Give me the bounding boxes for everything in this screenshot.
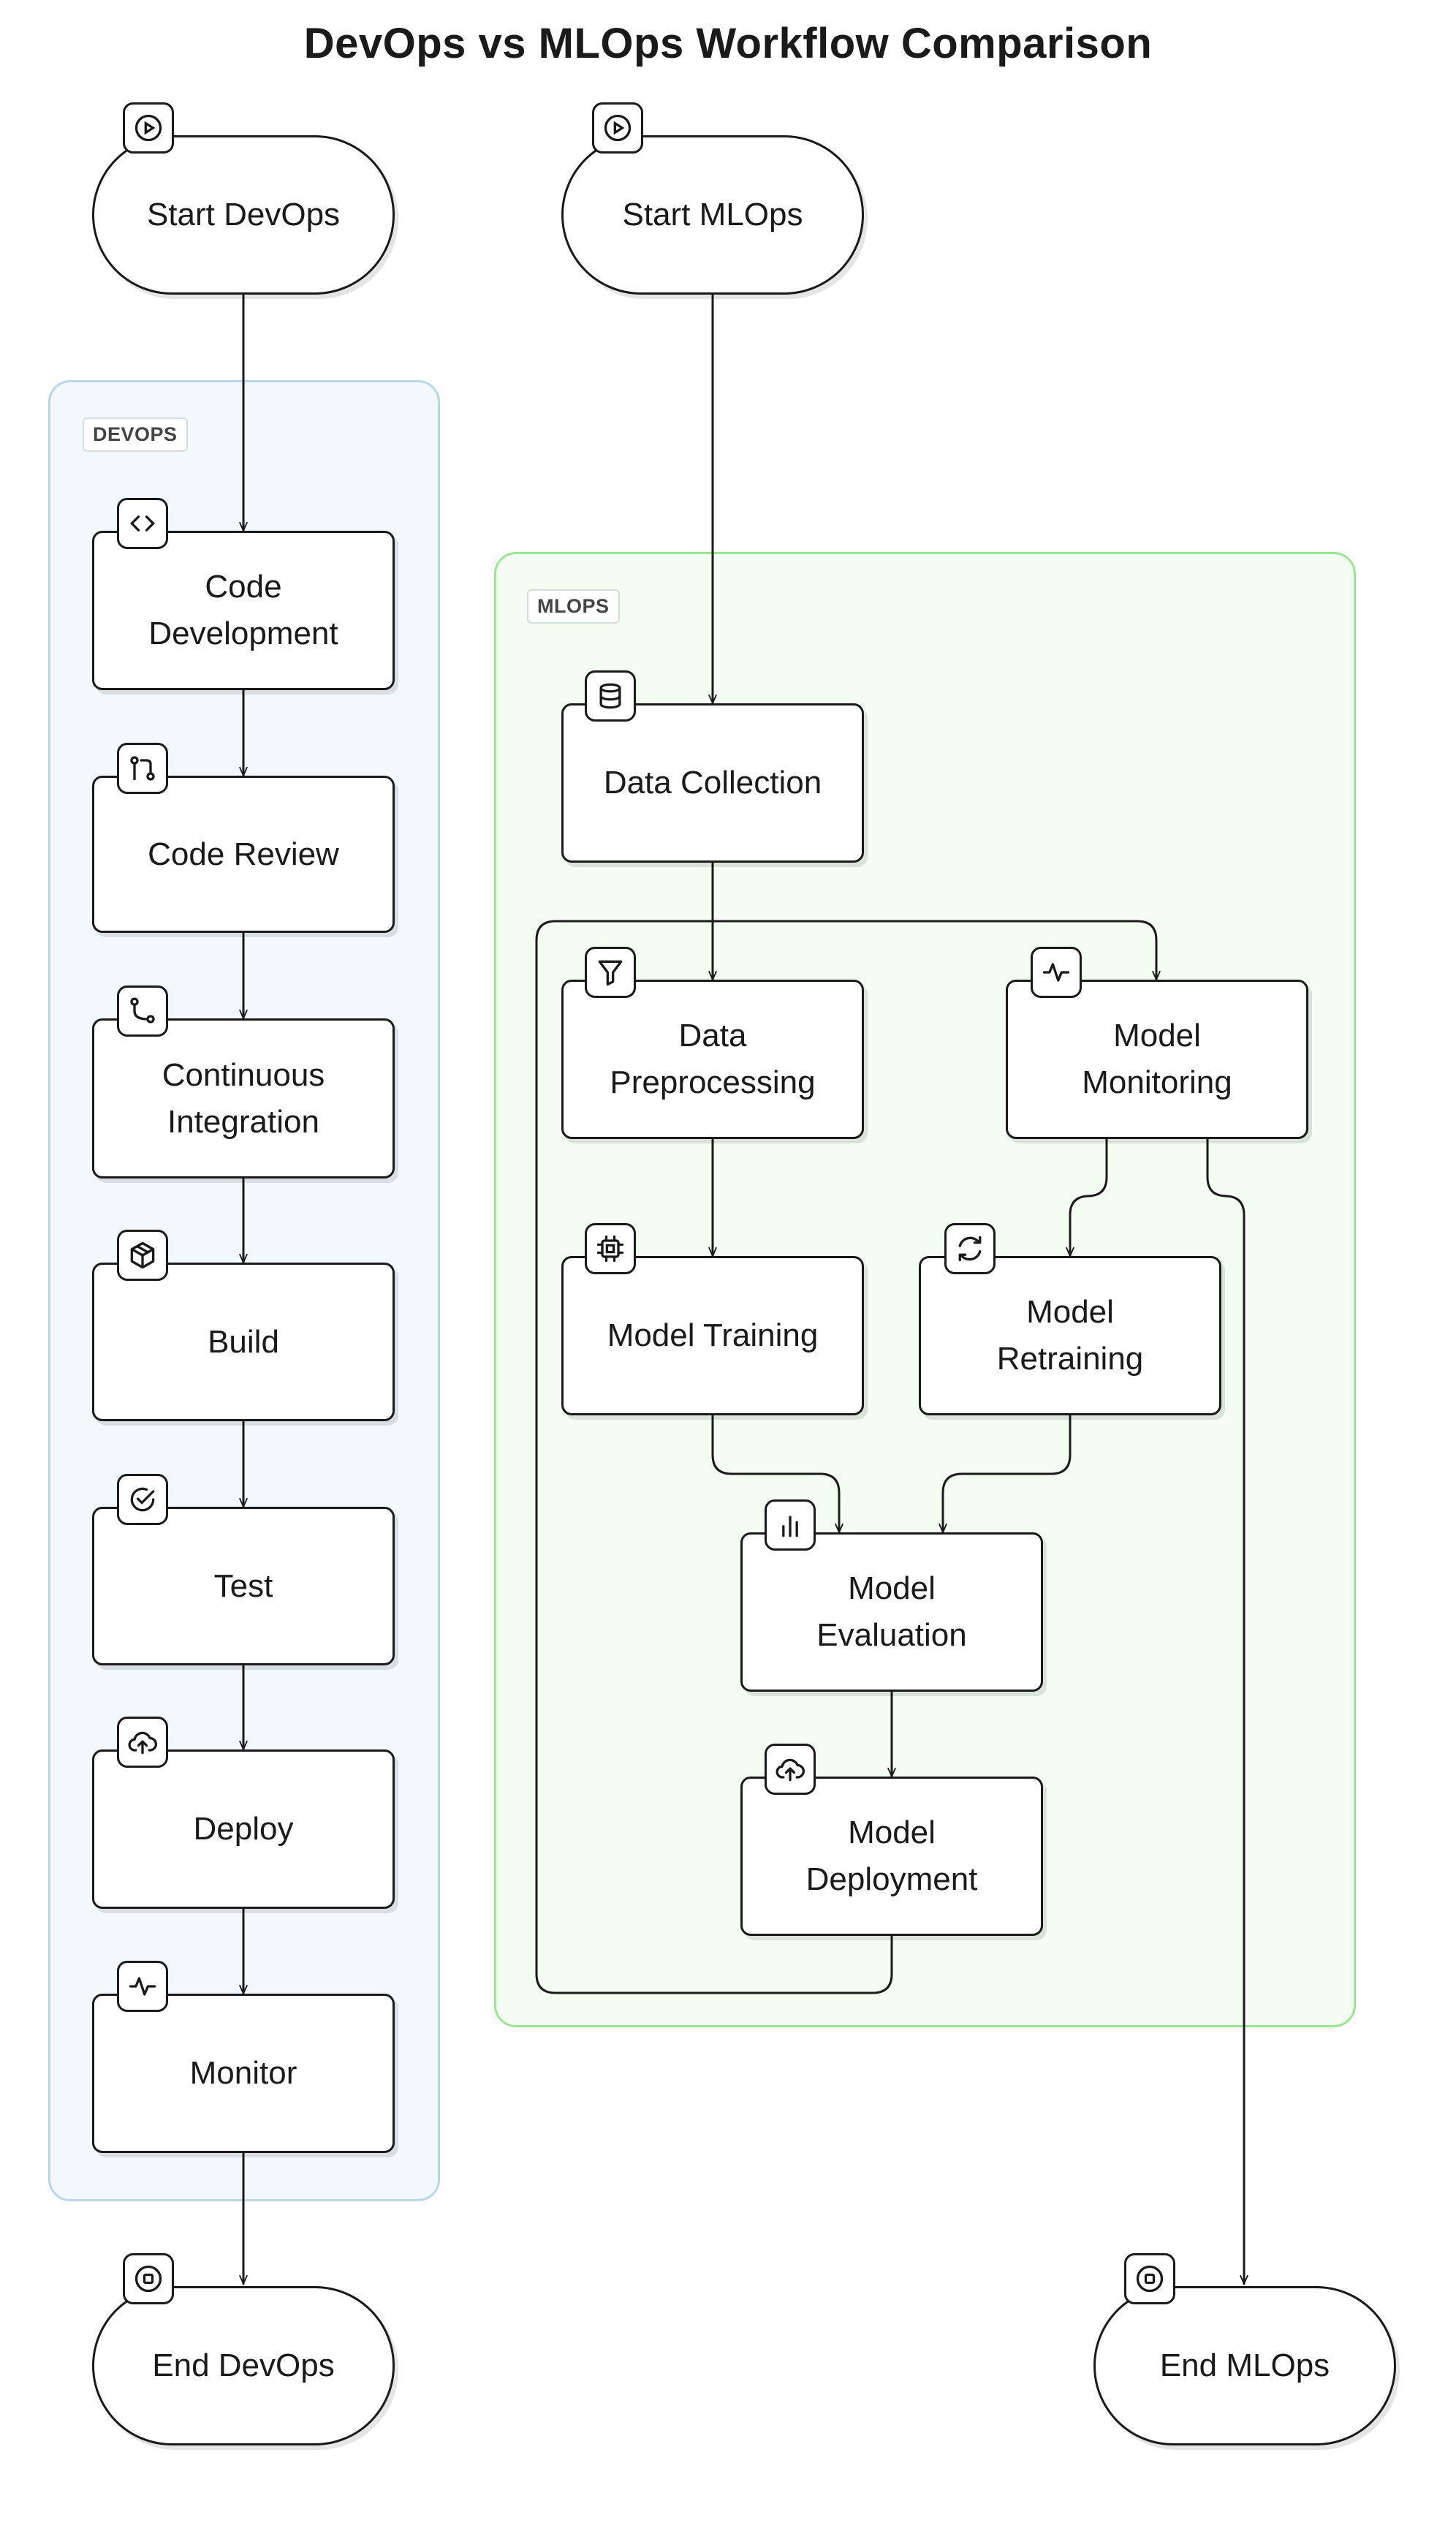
start-devops-node[interactable]: Start DevOps [92, 135, 395, 295]
model-training-node[interactable]: Model Training [561, 1256, 864, 1415]
diagram-title: DevOps vs MLOps Workflow Comparison [303, 20, 1153, 67]
start-devops-label: Start DevOps [146, 197, 341, 233]
start-mlops-node[interactable]: Start MLOps [561, 135, 864, 295]
devops-group-label: DEVOPS [83, 417, 188, 452]
monitor-label: Monitor [189, 2055, 297, 2092]
build-label: Build [208, 1323, 279, 1360]
git-pull-request-icon [117, 743, 168, 794]
model-retraining-node[interactable]: Model Retraining [919, 1256, 1221, 1415]
code-icon [117, 498, 168, 549]
test-node[interactable]: Test [92, 1507, 395, 1665]
stop-icon [1124, 2253, 1175, 2304]
code-development-label: Code Development [148, 569, 338, 651]
activity-icon [1031, 947, 1082, 998]
cloud-upload-icon [117, 1717, 168, 1768]
cpu-icon [585, 1223, 636, 1274]
deploy-node[interactable]: Deploy [92, 1749, 395, 1909]
model-deployment-node[interactable]: Model Deployment [740, 1777, 1043, 1936]
data-preprocessing-label: Data Preprocessing [610, 1018, 816, 1100]
continuous-integration-node[interactable]: Continuous Integration [92, 1018, 395, 1179]
end-devops-node[interactable]: End DevOps [92, 2286, 395, 2445]
code-development-node[interactable]: Code Development [92, 531, 395, 690]
cloud-upload-icon [765, 1744, 816, 1795]
test-label: Test [213, 1567, 273, 1604]
code-review-node[interactable]: Code Review [92, 776, 395, 933]
filter-icon [585, 947, 636, 998]
continuous-integration-label: Continuous Integration [162, 1056, 325, 1140]
data-collection-node[interactable]: Data Collection [561, 703, 864, 863]
deploy-label: Deploy [193, 1811, 294, 1847]
data-collection-label: Data Collection [603, 765, 822, 801]
model-monitoring-label: Model Monitoring [1082, 1018, 1232, 1100]
database-icon [585, 670, 636, 722]
refresh-icon [944, 1223, 996, 1274]
activity-icon [117, 1961, 168, 2012]
data-preprocessing-node[interactable]: Data Preprocessing [561, 980, 864, 1139]
edge-model-deployment-to-model-monitoring [535, 920, 1161, 1994]
play-icon [592, 102, 643, 154]
edge-model-training-to-model-evaluation [711, 1414, 843, 1534]
git-merge-icon [117, 985, 168, 1037]
code-review-label: Code Review [148, 836, 339, 872]
model-deployment-label: Model Deployment [805, 1815, 978, 1897]
edge-model-monitoring-to-end-mlops [1206, 1138, 1248, 2285]
stop-icon [123, 2253, 174, 2304]
monitor-node[interactable]: Monitor [92, 1994, 395, 2153]
package-icon [117, 1230, 168, 1281]
model-training-label: Model Training [607, 1317, 819, 1354]
model-evaluation-label: Model Evaluation [816, 1570, 967, 1653]
start-mlops-label: Start MLOps [622, 197, 803, 233]
end-mlops-label: End MLOps [1159, 2347, 1330, 2384]
mlops-group-label: MLOPS [527, 589, 620, 624]
end-mlops-node[interactable]: End MLOps [1093, 2286, 1396, 2445]
play-icon [123, 102, 174, 154]
model-monitoring-node[interactable]: Model Monitoring [1006, 980, 1308, 1139]
bar-chart-icon [765, 1499, 816, 1551]
edge-model-retraining-to-model-evaluation [939, 1414, 1072, 1534]
build-node[interactable]: Build [92, 1263, 395, 1421]
model-evaluation-node[interactable]: Model Evaluation [740, 1532, 1043, 1692]
model-retraining-label: Model Retraining [996, 1294, 1144, 1377]
edge-model-monitoring-to-model-retraining [1066, 1138, 1108, 1257]
end-devops-label: End DevOps [152, 2347, 335, 2384]
check-circle-icon [117, 1474, 168, 1525]
